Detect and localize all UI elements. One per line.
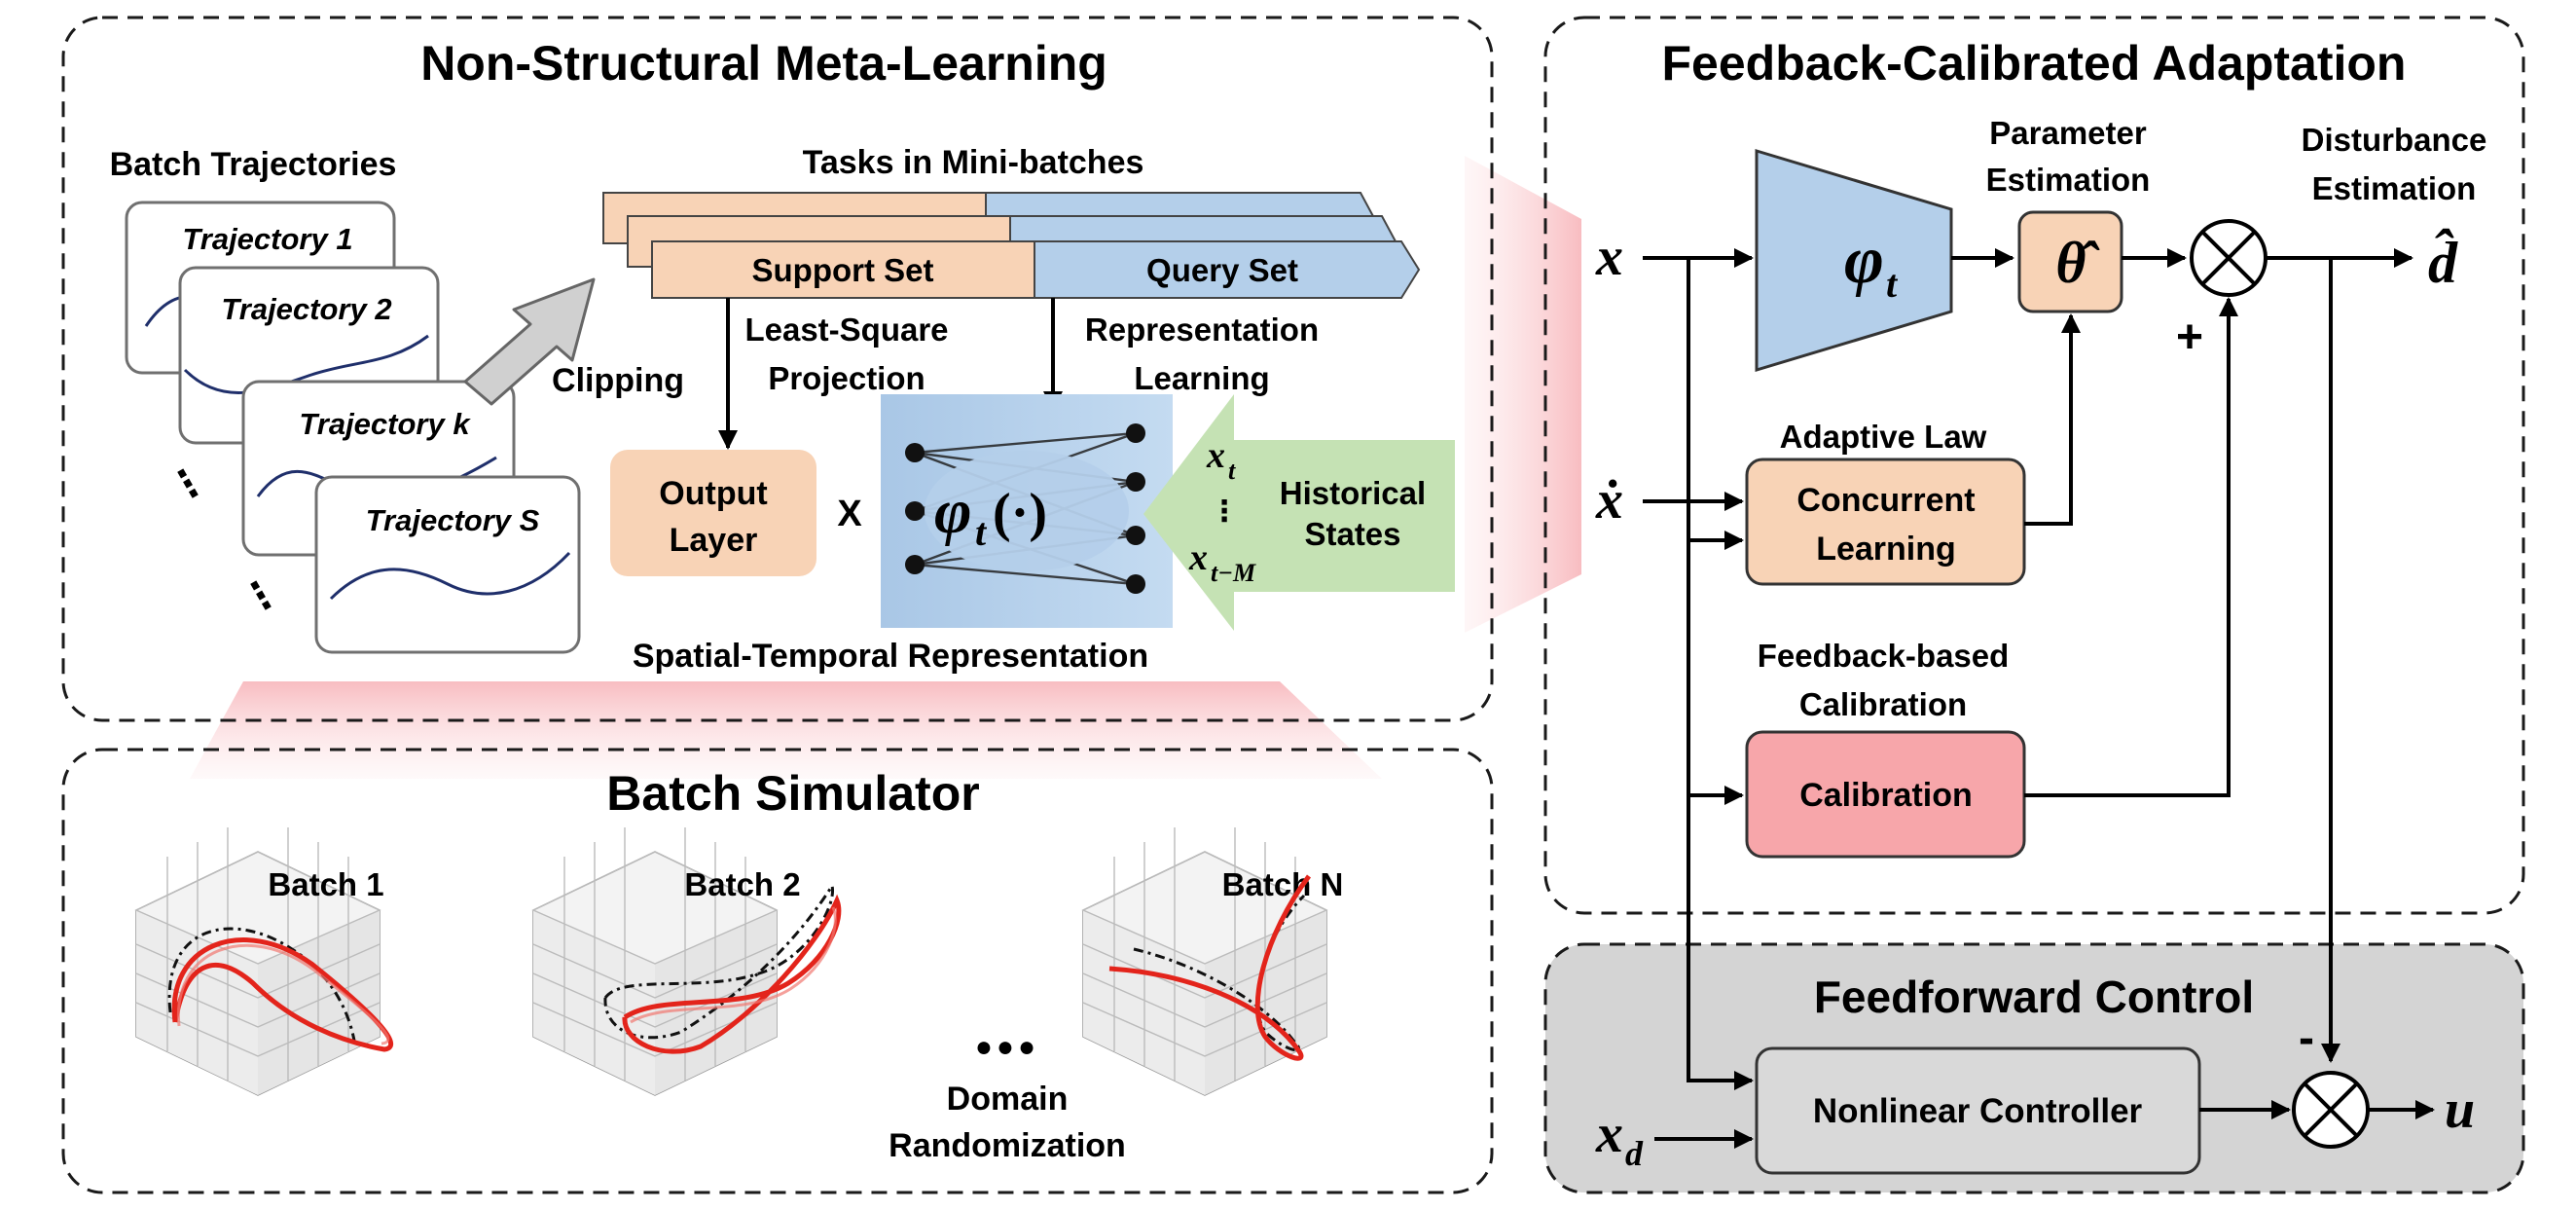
representation-label-2: Learning [1134, 360, 1269, 396]
representation-network: φ t (·) [881, 394, 1173, 628]
reference-trajectory [603, 882, 835, 1040]
least-square-label-2: Projection [768, 360, 925, 396]
reference-trajectory [167, 927, 357, 1047]
output-layer-label-1: Output [659, 475, 767, 512]
adaptation-title: Feedback-Calibrated Adaptation [1662, 36, 2407, 91]
meta-learning-title: Non-Structural Meta-Learning [420, 36, 1107, 91]
spatial-temporal-label: Spatial-Temporal Representation [633, 638, 1148, 675]
learned-trajectory [622, 894, 842, 1054]
line-x-trunk [1687, 258, 1754, 1090]
history-vdots: ⋮ [1210, 495, 1239, 528]
x-d-subscript: d [1625, 1134, 1644, 1173]
phi-label: φ [1844, 223, 1884, 298]
output-layer-box [610, 450, 816, 576]
feedback-calibration-label-1: Feedback-based [1758, 638, 2010, 674]
nonlinear-controller-label: Nonlinear Controller [1813, 1092, 2143, 1130]
x-d-label: x [1595, 1104, 1623, 1164]
batch-dots: ●●● [975, 1031, 1039, 1063]
x-dot-input-label: ẋ [1595, 470, 1623, 531]
trajectory-card-s: Trajectory S [314, 475, 581, 654]
trajectory-curve [329, 551, 571, 601]
d-hat-label: d̂ [2428, 230, 2458, 295]
batch-label: Batch 2 [684, 866, 800, 902]
highlight-beams [190, 156, 1581, 779]
phi-network-box [1755, 148, 1953, 373]
dist-estimation-label-1: Disturbance [2302, 122, 2487, 158]
beam-meta-to-simulator [190, 681, 1382, 779]
plus-sign: + [2176, 312, 2203, 363]
network-node [1126, 526, 1145, 545]
clipping-arrow [463, 277, 596, 406]
trajectory-ellipsis-1: ⋮ [161, 456, 216, 512]
network-node [1126, 472, 1145, 492]
panel-adaptation [1543, 16, 2525, 915]
x-tm-subscript: t−M [1211, 559, 1256, 587]
x-t-subscript: t [1228, 457, 1236, 485]
beam-to-adaptation [1465, 156, 1581, 633]
panel-meta-learning [61, 16, 1494, 722]
clipping-label: Clipping [552, 362, 684, 399]
simulator-title: Batch Simulator [606, 766, 979, 821]
network-node [1126, 423, 1145, 443]
network-node [905, 443, 925, 462]
output-layer-label-2: Layer [670, 522, 758, 559]
representation-label-1: Representation [1085, 312, 1319, 348]
trajectory-label: Trajectory 1 [182, 222, 352, 256]
network-subscript: t [975, 510, 988, 554]
u-output-label: u [2445, 1080, 2475, 1140]
batch-plot-n: Batch N [1081, 827, 1344, 1096]
batch-plot-2: Batch 2 [531, 827, 842, 1096]
support-set-label: Support Set [752, 252, 934, 288]
arrow-calibration-to-sum [2024, 297, 2238, 797]
tasks-label: Tasks in Mini-batches [803, 144, 1144, 181]
network-symbol: φ [934, 476, 972, 547]
learned-trajectory [1108, 874, 1312, 1061]
calibration-label: Calibration [1799, 777, 1973, 814]
control-sum-junction-icon [2292, 1071, 2370, 1149]
batch-trajectories-label: Batch Trajectories [110, 146, 397, 183]
panel-batch-simulator [61, 748, 1494, 1194]
times-sign: X [837, 494, 862, 534]
historical-label-1: Historical [1280, 475, 1426, 511]
param-estimation-label-2: Estimation [1986, 162, 2151, 198]
feedback-calibration-label-2: Calibration [1799, 686, 1967, 722]
network-node [905, 555, 925, 574]
domain-label-1: Domain [947, 1081, 1069, 1118]
batch-plot-1: Batch 1 [134, 827, 393, 1096]
query-set-label: Query Set [1146, 252, 1298, 288]
learned-trajectory [171, 937, 393, 1052]
param-estimation-label-1: Parameter [1989, 115, 2147, 151]
trajectory-ellipsis-2: ⋮ [234, 568, 289, 624]
support-set-box [651, 240, 1035, 299]
theta-estimate-box [2017, 210, 2123, 313]
sum-junction-icon [2190, 219, 2268, 297]
historical-states-arrow: x t ⋮ x t−M Historical States [1143, 394, 1455, 631]
domain-label-2: Randomization [889, 1127, 1126, 1164]
x-input-label: x [1595, 227, 1623, 287]
trajectory-label: Trajectory S [366, 503, 540, 537]
network-node [1126, 574, 1145, 594]
least-square-label-1: Least-Square [744, 312, 948, 348]
historical-label-2: States [1304, 516, 1400, 552]
x-tm-label: x [1188, 537, 1208, 578]
adaptive-law-label: Adaptive Law [1780, 419, 1987, 455]
network-node [905, 501, 925, 521]
arrow-concurrent-to-theta [2024, 313, 2081, 526]
phi-subscript: t [1886, 262, 1899, 306]
batch-label: Batch 1 [268, 866, 383, 902]
concurrent-label-1: Concurrent [1796, 482, 1975, 519]
batch-label: Batch N [1222, 866, 1344, 902]
trajectory-label: Trajectory 2 [221, 292, 391, 326]
feedforward-title: Feedforward Control [1814, 972, 2254, 1022]
task-stack-front: Support Set Query Set [651, 240, 1421, 299]
query-set-box [1034, 240, 1421, 299]
network-args: (·) [993, 483, 1047, 543]
minus-sign: - [2299, 1012, 2314, 1064]
dist-estimation-label-2: Estimation [2312, 170, 2477, 206]
trajectory-label: Trajectory k [299, 407, 471, 441]
trajectory-curve [183, 334, 429, 394]
x-t-label: x [1206, 435, 1225, 476]
concurrent-label-2: Learning [1816, 531, 1956, 568]
